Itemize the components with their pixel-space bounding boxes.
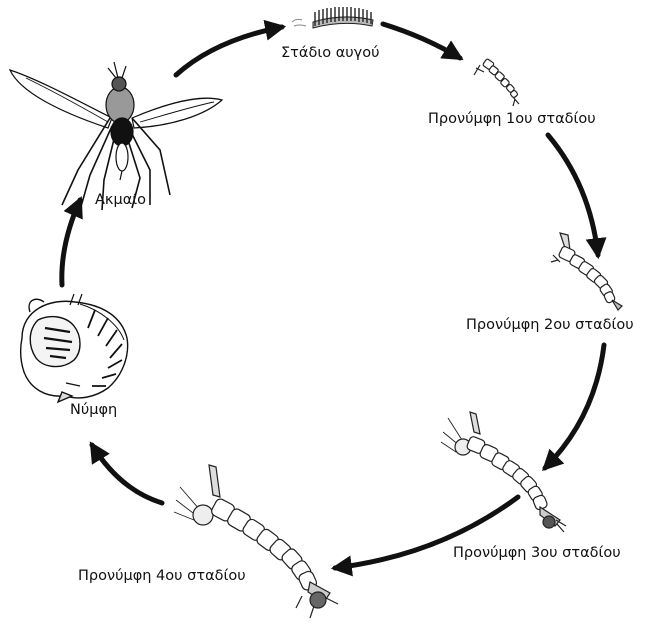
larva-stage1-illustration: [474, 58, 519, 106]
adult-mosquito-illustration: [10, 62, 222, 210]
arrow-adult-to-egg: [176, 27, 282, 75]
pupa-illustration: [21, 294, 128, 402]
arrow-egg-to-larva1: [383, 24, 460, 58]
arrow-larva1-to-larva2: [548, 135, 598, 255]
larva-stage2-illustration: [551, 233, 622, 310]
label-adult-stage: Ακμαίο: [95, 192, 146, 208]
label-larva-stage1: Προνύμφη 1ου σταδίου: [428, 111, 596, 127]
label-egg-stage: Στάδιο αυγού: [281, 45, 380, 61]
larva-stage3-illustration: [441, 412, 566, 532]
arrow-larva2-to-larva3: [545, 345, 604, 468]
arrow-larva4-to-pupa: [92, 445, 162, 503]
arrow-pupa-to-adult: [62, 200, 80, 285]
egg-raft-illustration: [292, 7, 373, 28]
label-larva-stage4: Προνύμφη 4ου σταδίου: [78, 568, 246, 584]
label-larva-stage2: Προνύμφη 2ου σταδίου: [466, 317, 634, 333]
label-larva-stage3: Προνύμφη 3ου σταδίου: [453, 545, 621, 561]
larva-stage4-illustration: [174, 465, 338, 618]
label-pupa-stage: Νύμφη: [70, 402, 117, 418]
